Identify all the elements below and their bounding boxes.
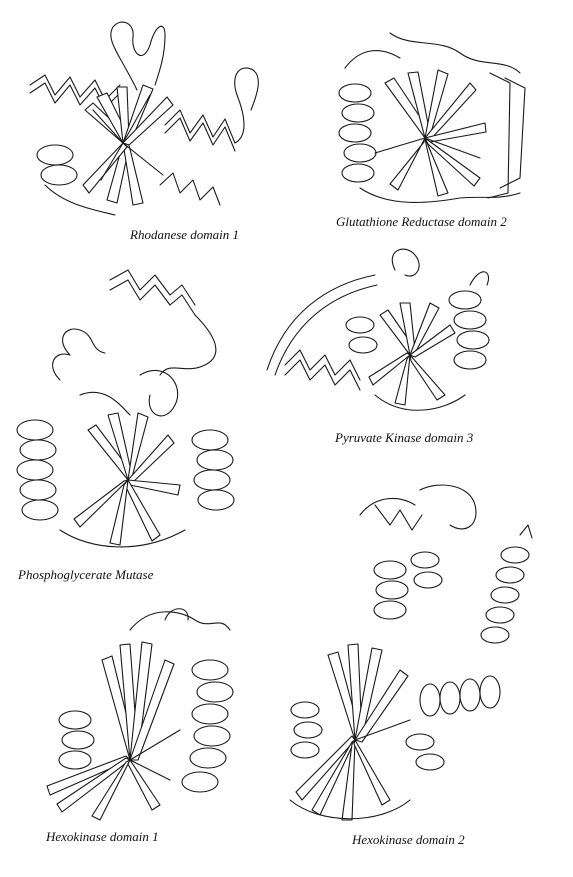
caption-phosphoglycerate-mutase: Phosphoglycerate Mutase: [18, 567, 154, 582]
ribbon-diagram-glutathione-reductase-domain-2: [338, 32, 526, 204]
panel-phosphoglycerate-mutase: Phosphoglycerate Mutase: [10, 265, 265, 595]
caption-hexokinase-domain-2: Hexokinase domain 2: [352, 832, 465, 847]
ribbon-diagram-hexokinase-domain-2: [289, 484, 533, 821]
caption-hexokinase-domain-1: Hexokinase domain 1: [46, 829, 159, 844]
ribbon-diagram-pyruvate-kinase-domain-3: [266, 248, 490, 411]
caption-glutathione-reductase-domain-2: Glutathione Reductase domain 2: [336, 214, 507, 229]
panel-hexokinase-domain-2: Hexokinase domain 2: [280, 480, 565, 855]
panel-pyruvate-kinase-domain-3: Pyruvate Kinase domain 3: [265, 245, 565, 455]
ribbon-diagram-rhodanese-domain-1: [29, 21, 259, 216]
ribbon-diagram-phosphoglycerate-mutase: [16, 269, 235, 548]
caption-rhodanese-domain-1: Rhodanese domain 1: [130, 227, 240, 242]
ribbon-diagram-hexokinase-domain-1: [46, 608, 234, 821]
caption-pyruvate-kinase-domain-3: Pyruvate Kinase domain 3: [335, 430, 474, 445]
panel-glutathione-reductase-domain-2: Glutathione Reductase domain 2: [330, 28, 560, 238]
panel-rhodanese-domain-1: Rhodanese domain 1: [25, 15, 265, 242]
panel-hexokinase-domain-1: Hexokinase domain 1: [20, 600, 260, 850]
